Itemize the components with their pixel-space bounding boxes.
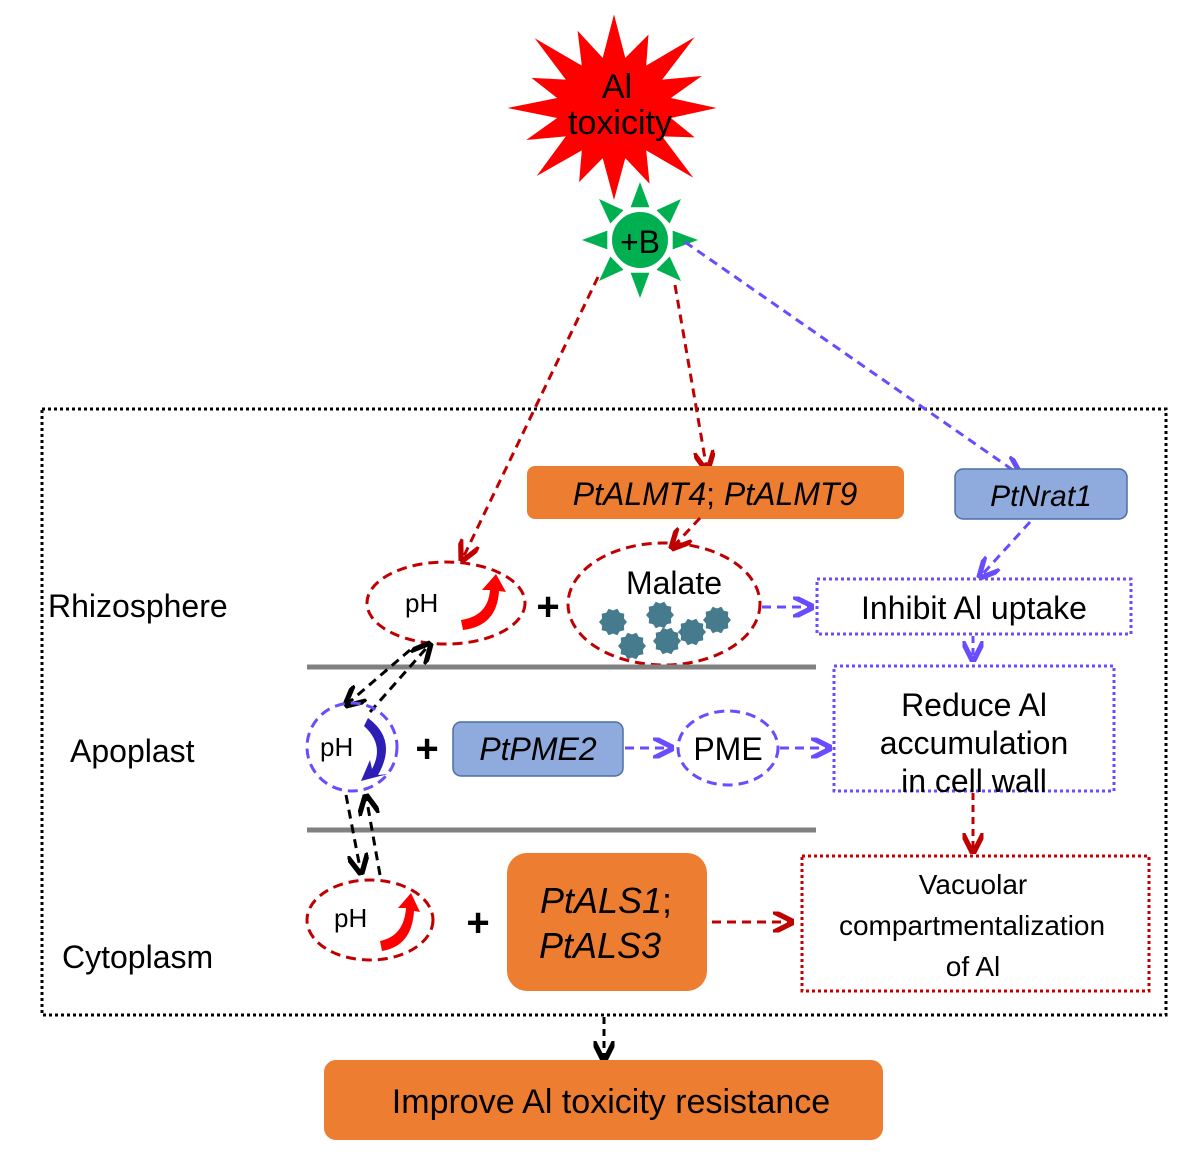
sun-ray xyxy=(599,256,624,281)
pme-ellipse xyxy=(676,709,780,787)
als-box xyxy=(507,853,707,991)
sun-ray xyxy=(656,199,681,224)
plus-sign: + xyxy=(466,901,489,945)
vacuolar-line1: Vacuolar xyxy=(919,869,1027,900)
reduce-line1: Reduce Al xyxy=(901,687,1047,723)
boron-node: +B xyxy=(582,182,698,298)
final-outcome-box xyxy=(324,1060,883,1140)
almt-label: PtALMT4; PtALMT9 xyxy=(573,476,858,512)
arrow-ph-up-2 xyxy=(366,796,382,876)
boron-circle xyxy=(610,210,670,270)
vacuolar-line3: of Al xyxy=(946,951,1000,982)
als-line2: PtALS3 xyxy=(539,925,661,966)
layer-label-rhizosphere: Rhizosphere xyxy=(48,588,228,624)
pme2-label: PtPME2 xyxy=(479,731,597,767)
malate-molecule xyxy=(599,608,627,636)
al-toxicity-star: Al toxicity xyxy=(507,14,717,201)
down-arrow-blue-icon xyxy=(361,718,388,781)
malate-label: Malate xyxy=(626,565,722,601)
arrow-b-to-ph xyxy=(462,276,600,560)
almt-box xyxy=(527,466,904,519)
nrat-label: PtNrat1 xyxy=(990,480,1092,513)
explosion-star-icon xyxy=(507,14,717,201)
pme2-box xyxy=(452,721,624,777)
malate-molecule xyxy=(653,627,681,655)
plus-sign: + xyxy=(536,585,559,629)
plus-sign: + xyxy=(415,727,438,771)
arrow-ph-up-1 xyxy=(368,644,430,713)
ph-label-rhizosphere: pH xyxy=(405,588,438,618)
sun-ray xyxy=(599,199,624,224)
sun-rays-icon xyxy=(582,182,698,298)
up-arrow-red-icon xyxy=(380,893,420,951)
pme-label: PME xyxy=(693,731,762,767)
inhibit-uptake-box xyxy=(815,577,1133,636)
al-toxicity-line1: Al xyxy=(602,68,632,106)
als-line1: PtALS1; xyxy=(540,880,672,921)
final-outcome-label: Improve Al toxicity resistance xyxy=(392,1083,830,1121)
nrat-box xyxy=(954,468,1128,520)
vacuolar-box xyxy=(800,854,1151,993)
malate-ellipse xyxy=(566,541,762,667)
ph-label-cytoplasm: pH xyxy=(334,903,367,933)
arrow-b-to-almt xyxy=(673,284,707,470)
up-arrow-red-icon xyxy=(461,574,506,630)
sun-ray xyxy=(630,182,650,208)
reduce-accumulation-box xyxy=(832,664,1116,793)
malate-molecule xyxy=(703,606,731,634)
boron-label: +B xyxy=(620,224,660,260)
reduce-line2: accumulation xyxy=(880,725,1069,761)
ph-rise-cytoplasm xyxy=(305,878,435,962)
malate-molecule xyxy=(678,618,706,646)
sun-ray xyxy=(656,256,681,281)
sun-ray xyxy=(672,230,698,250)
inhibit-uptake-label: Inhibit Al uptake xyxy=(861,590,1087,626)
sun-ray xyxy=(630,272,650,298)
arrow-nrat-to-inhibit xyxy=(980,520,1032,577)
sun-ray xyxy=(582,230,608,250)
malate-molecule xyxy=(646,601,674,629)
ph-drop-apoplast xyxy=(305,701,399,793)
root-cell-container xyxy=(40,407,1168,1017)
ph-rise-rhizosphere xyxy=(365,560,527,646)
layer-label-cytoplasm: Cytoplasm xyxy=(62,939,213,975)
malate-molecules-icon xyxy=(599,601,731,660)
al-toxicity-line2: toxicity xyxy=(568,104,672,142)
vacuolar-line2: compartmentalization xyxy=(839,910,1105,941)
ph-label-apoplast: pH xyxy=(320,732,353,762)
gene-box-almt: PtALMT4; PtALMT9 xyxy=(527,466,904,519)
malate-molecule xyxy=(618,632,646,660)
arrow-ph-down-2 xyxy=(344,794,361,873)
layer-label-apoplast: Apoplast xyxy=(70,733,195,769)
gene-box-nrat: PtNrat1 xyxy=(954,468,1128,520)
arrow-b-to-nrat xyxy=(684,240,1020,475)
